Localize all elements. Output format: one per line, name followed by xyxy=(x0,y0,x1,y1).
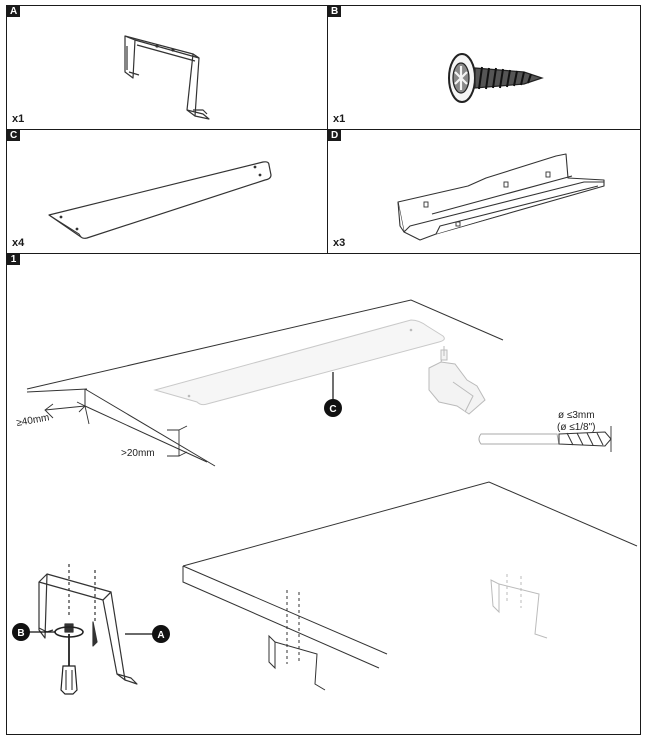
callout-b-marker xyxy=(12,623,30,641)
step-number: 1 xyxy=(7,254,20,265)
part-panel-a: A x1 xyxy=(6,5,328,130)
part-quantity: x4 xyxy=(12,237,25,249)
drill-icon xyxy=(428,349,486,415)
assembly-illustration: C ≥40mm >20mm ø ≤3mm xyxy=(12,299,638,695)
callout-a-marker xyxy=(152,625,170,643)
dimension-depth-label: >20mm xyxy=(121,448,155,459)
dimension-edge-label: ≥40mm xyxy=(16,412,51,429)
bracket-icon xyxy=(124,35,210,120)
part-panel-c: C x4 xyxy=(6,129,328,254)
part-panel-d: D x3 xyxy=(327,129,641,254)
screw-icon xyxy=(448,53,544,103)
plate-c-placed xyxy=(153,319,445,406)
part-label-c: C xyxy=(7,130,21,141)
cable-tray-icon xyxy=(397,153,605,241)
part-label-b: B xyxy=(328,6,342,17)
callout-a-label: A xyxy=(157,630,164,641)
callout-b-label: B xyxy=(17,628,24,639)
part-label-d: D xyxy=(328,130,342,141)
part-panel-b: B x1 xyxy=(327,5,641,130)
step-1-panel: 1 C ≥40mm >20mm xyxy=(6,253,641,735)
part-quantity: x3 xyxy=(333,237,346,249)
drill-diameter-in: (ø ≤1/8") xyxy=(557,422,596,433)
callout-c-marker xyxy=(324,399,342,417)
screwdriver-icon xyxy=(60,634,78,695)
drill-diameter-mm: ø ≤3mm xyxy=(558,410,595,421)
drill-bit-icon xyxy=(478,426,612,452)
callout-c-label: C xyxy=(329,404,336,415)
part-quantity: x1 xyxy=(12,113,25,125)
mounting-plate-icon xyxy=(48,161,272,239)
part-label-a: A xyxy=(7,6,21,17)
part-quantity: x1 xyxy=(333,113,346,125)
bracket-a-closeup xyxy=(38,564,138,685)
